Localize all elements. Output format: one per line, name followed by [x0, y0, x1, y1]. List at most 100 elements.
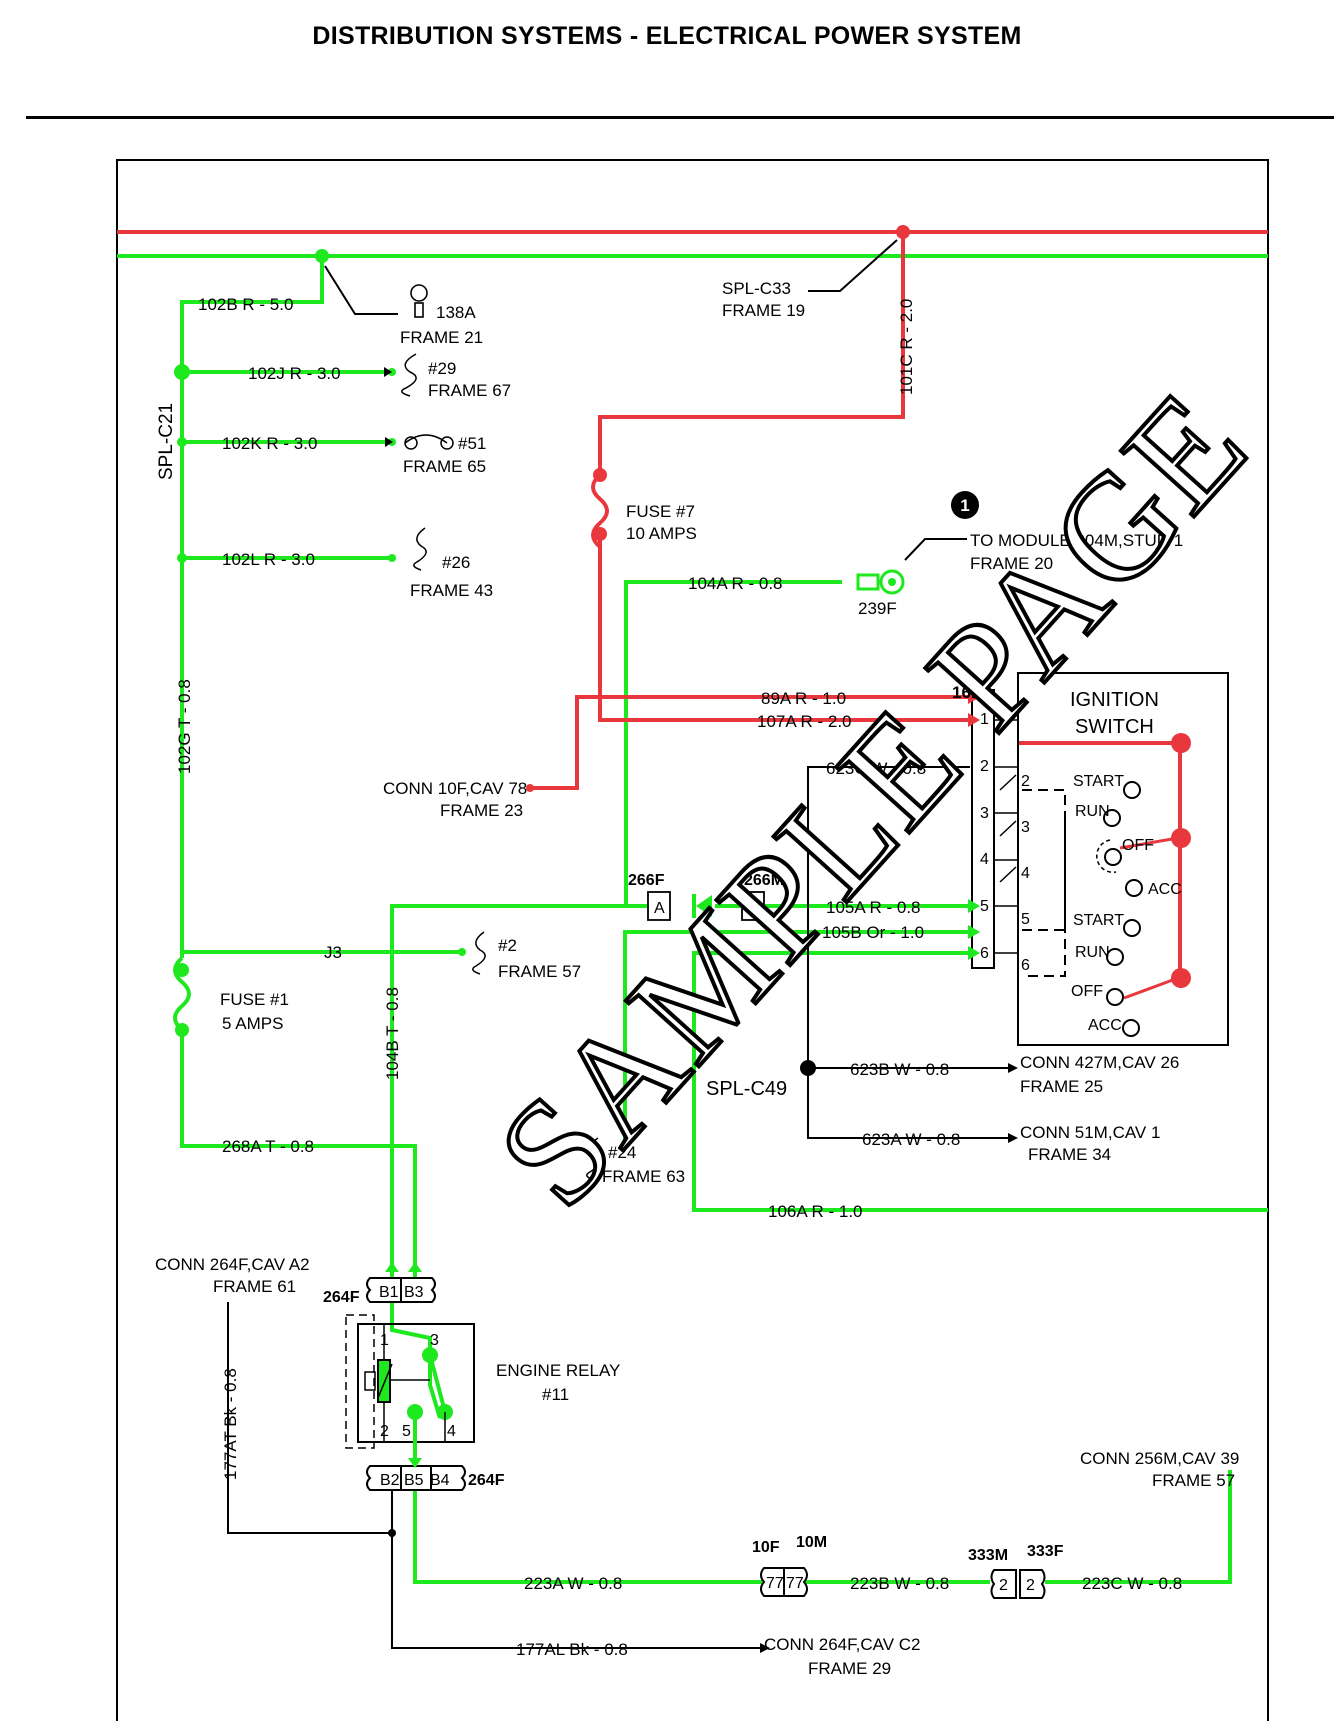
fuse-26-label: #26 [442, 553, 470, 572]
fuse-7-label: FUSE #7 [626, 502, 695, 521]
fuse-24-icon [586, 1137, 600, 1181]
page-title: DISTRIBUTION SYSTEMS - ELECTRICAL POWER … [312, 22, 1022, 50]
wire-623a-label: 623A W - 0.8 [862, 1130, 960, 1149]
frame-19-label: FRAME 19 [722, 301, 805, 320]
green-wires [117, 254, 1268, 1584]
connector-264f-top-label: 264F [323, 1289, 360, 1306]
conn-10f-label: CONN 10F,CAV 78 [383, 779, 527, 798]
switch-contacts [1103, 781, 1143, 1037]
switch-dashed-linkage [1022, 789, 1066, 977]
eyelet-239f-icon [856, 569, 905, 595]
relay-coil-icon [364, 1359, 393, 1403]
red-wires [117, 230, 1268, 978]
connector-10m-pin: 77 [786, 1575, 804, 1592]
terminal-arrows [384, 367, 1018, 1653]
connector-266 [647, 891, 765, 921]
frame-67-label: FRAME 67 [428, 381, 511, 400]
green-arrows [385, 899, 980, 1468]
connector-161f-pins [994, 719, 1018, 954]
switch-off-1: OFF [1122, 837, 1154, 854]
wire-89a-label: 89A R - 1.0 [761, 689, 846, 708]
connector-266f-label: 266F [628, 872, 665, 889]
engine-relay-label: ENGINE RELAY [496, 1361, 620, 1380]
connector-266m-label: 266M [744, 872, 784, 889]
engine-relay-dashed [345, 1314, 375, 1449]
fuse-26-icon [413, 527, 427, 571]
ignition-title-1: IGNITION [1070, 689, 1159, 711]
connector-10m-label: 10M [796, 1534, 827, 1551]
frame-23-label: FRAME 23 [440, 801, 523, 820]
connector-264f-bottom [366, 1465, 466, 1491]
switch-start-1: START [1073, 773, 1124, 790]
ring-terminal-138a-icon [410, 284, 428, 318]
pin-1-label: 1 [980, 711, 989, 728]
wire-268a-label: 268A T - 0.8 [222, 1137, 314, 1156]
frame-25-label: FRAME 25 [1020, 1077, 1103, 1096]
pin-b5-label: B5 [404, 1472, 424, 1489]
conn-264f-a2-label: CONN 264F,CAV A2 [155, 1255, 310, 1274]
wire-623b-label: 623B W - 0.8 [850, 1060, 949, 1079]
pin-b3-label: B3 [404, 1284, 424, 1301]
fuse-1-label: FUSE #1 [220, 990, 289, 1009]
connector-10f-pin: 77 [766, 1575, 784, 1592]
switch-wiper-arc [1095, 839, 1117, 874]
connector-239f-label: 239F [858, 599, 897, 618]
sw-pin-3-label: 3 [1021, 819, 1030, 836]
red-switch-links [1119, 836, 1179, 1000]
wire-labels: 102B R - 5.0 102J R - 3.0 102K R - 3.0 1… [175, 295, 1182, 1659]
connector-264f-top [366, 1277, 436, 1303]
sw-pin-6-label: 6 [1021, 957, 1030, 974]
sample-page-watermark: SAMPLE PAGE [466, 361, 1278, 1237]
relay-pin-4: 4 [447, 1423, 456, 1440]
relay-pin-5: 5 [402, 1423, 411, 1440]
frame-63-label: FRAME 63 [602, 1167, 685, 1186]
wire-623c-label: 623C W - 0.8 [826, 759, 926, 778]
connector-333f-label: 333F [1027, 1543, 1064, 1560]
ignition-switch-box [1017, 672, 1229, 1046]
to-module-label: TO MODULE 304M,STUD 1 [970, 531, 1183, 550]
wire-223a-label: 223A W - 0.8 [524, 1574, 622, 1593]
frame-43-label: FRAME 43 [410, 581, 493, 600]
relay-pin-2: 2 [380, 1423, 389, 1440]
wire-105b-label: 105B Or - 1.0 [822, 923, 924, 942]
fuse-2-label: #2 [498, 936, 517, 955]
fuse-1-amps: 5 AMPS [222, 1014, 283, 1033]
component-labels: SPL-C21 SPL-C33 FRAME 19 138A FRAME 21 #… [155, 279, 1239, 1678]
wire-j3-label: J3 [324, 943, 342, 962]
red-arrows [968, 690, 980, 727]
wire-177al-label: 177AL Bk - 0.8 [516, 1640, 628, 1659]
wire-102k-label: 102K R - 3.0 [222, 434, 317, 453]
wire-107a-label: 107A R - 2.0 [757, 712, 852, 731]
wire-101c-label: 101C R - 2.0 [897, 299, 916, 395]
wire-102b-label: 102B R - 5.0 [198, 295, 293, 314]
fuse-51-icon [404, 434, 454, 450]
conn-427m-label: CONN 427M,CAV 26 [1020, 1053, 1179, 1072]
diode-icon [692, 894, 712, 918]
connector-161f [971, 689, 995, 969]
frame-21-label: FRAME 21 [400, 328, 483, 347]
switch-start-2: START [1073, 912, 1124, 929]
wire-177at-label: 177AT Bk - 0.8 [221, 1368, 240, 1480]
frame-57-label: FRAME 57 [498, 962, 581, 981]
wire-102l-label: 102L R - 3.0 [222, 550, 315, 569]
fuse-7-amps: 10 AMPS [626, 524, 697, 543]
pin-3-label: 3 [980, 805, 989, 822]
wire-102g-label: 102G T - 0.8 [175, 679, 194, 774]
conn-256m-label: CONN 256M,CAV 39 [1080, 1449, 1239, 1468]
connector-10f-label: 10F [752, 1539, 780, 1556]
connector-266f-pin: A [654, 900, 665, 917]
sw-pin-4-label: 4 [1021, 865, 1030, 882]
fuse-2-icon [472, 931, 486, 975]
frame-20-label: FRAME 20 [970, 554, 1053, 573]
frame-57b-label: FRAME 57 [1152, 1471, 1235, 1490]
engine-relay-number: #11 [542, 1385, 569, 1404]
relay-pin-wires [413, 1354, 447, 1466]
connector-10f-10m [760, 1567, 808, 1597]
callout-number: 1 [960, 496, 969, 515]
ignition-title-2: SWITCH [1075, 716, 1154, 738]
wire-105a-label: 105A R - 0.8 [826, 898, 921, 917]
callout-marker [951, 491, 979, 519]
relay-pin-3: 3 [430, 1332, 439, 1349]
connector-333m-label: 333M [968, 1547, 1008, 1564]
